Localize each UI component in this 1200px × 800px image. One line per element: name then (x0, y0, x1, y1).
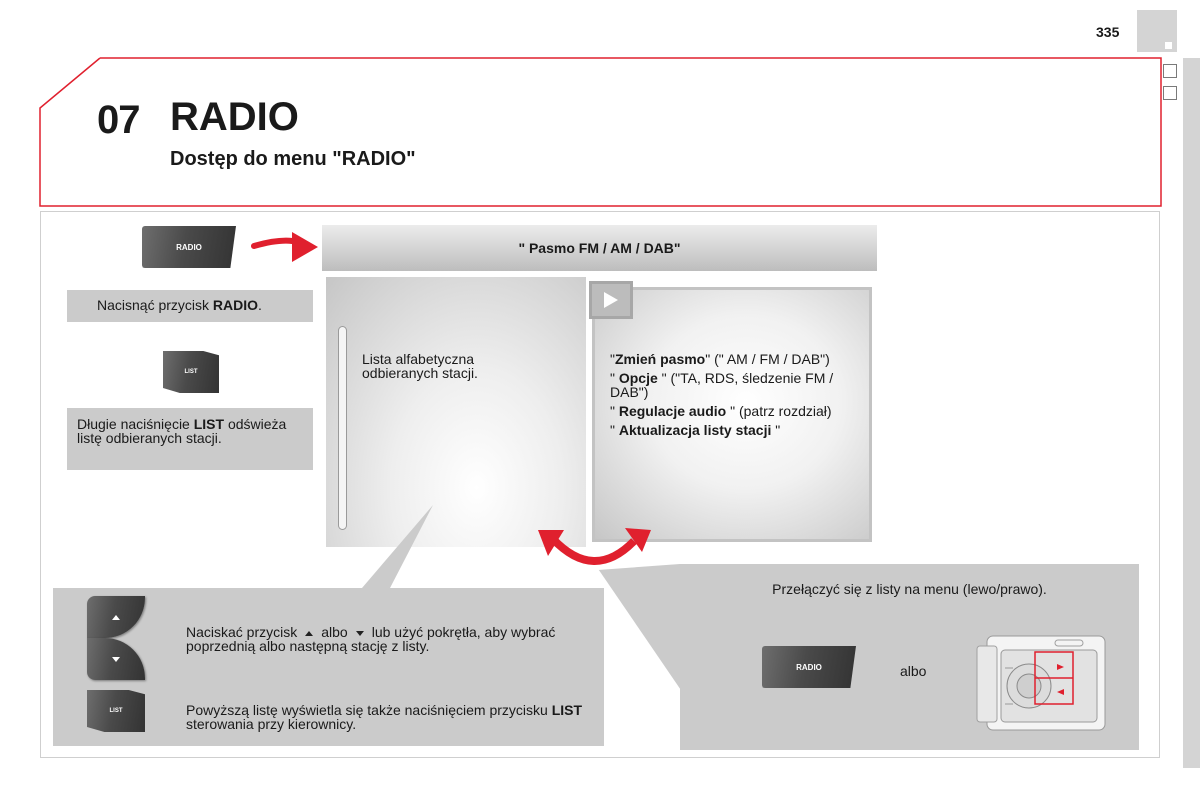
chapter-number: 07 (97, 98, 140, 142)
up-triangle-icon (305, 630, 314, 636)
list-key: LIST (163, 351, 219, 393)
chapter-title: RADIO (170, 95, 299, 139)
menu-tab (589, 281, 633, 319)
down-arrow-icon (112, 656, 120, 662)
radio-key-label: RADIO (176, 242, 202, 252)
down-triangle-icon (355, 630, 364, 636)
screen-title: " Pasmo FM / AM / DAB" (322, 225, 877, 271)
menu-item-update: " Aktualizacja listy stacji " (610, 422, 781, 438)
list-key-label: LIST (184, 369, 198, 375)
scrollbar (338, 326, 347, 530)
nav-square-1 (1163, 64, 1177, 78)
play-icon (604, 292, 618, 308)
radio-key-2: RADIO (762, 646, 856, 688)
page-number: 335 (1096, 24, 1120, 40)
nav-square-2 (1163, 86, 1177, 100)
list-caption: Długie naciśnięcie LIST odświeża listę o… (67, 408, 313, 470)
steering-list-key-label: LIST (109, 708, 123, 714)
menu-item-band: "Zmień pasmo" (" AM / FM / DAB") (610, 351, 830, 367)
or-label: albo (900, 663, 927, 679)
radio-caption: Nacisnąć przycisk RADIO. (67, 290, 313, 322)
menu-pane (592, 287, 872, 542)
steering-list-key: LIST (87, 690, 145, 732)
station-list-pane (326, 277, 586, 547)
switch-caption: Przełączyć się z listy na menu (lewo/pra… (772, 581, 1047, 597)
menu-item-options: " Opcje " ("TA, RDS, śledzenie FM / DAB"… (610, 370, 834, 400)
up-arrow-icon (112, 614, 120, 620)
control-panel-illustration (976, 635, 1106, 731)
page-tab-marker (1165, 42, 1172, 49)
section-subtitle: Dostęp do menu "RADIO" (170, 148, 416, 170)
radio-key: RADIO (142, 226, 236, 268)
menu-item-audio: " Regulacje audio " (patrz rozdział) (610, 403, 832, 419)
steering-list-instruction: Powyższą listę wyświetla się także naciś… (186, 702, 583, 732)
radio-key-2-label: RADIO (796, 662, 822, 672)
station-list-text: Lista alfabetyczna odbieranych stacji. (362, 351, 478, 381)
menu-options: "Zmień pasmo" (" AM / FM / DAB") " Opcje… (610, 352, 860, 442)
side-strip (1183, 58, 1200, 768)
